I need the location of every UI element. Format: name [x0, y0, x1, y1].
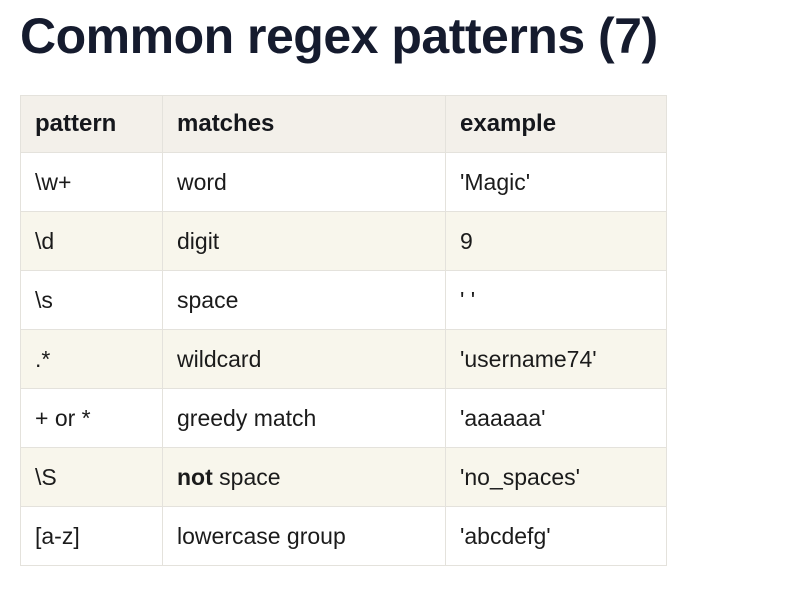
table-body: \w+ word 'Magic' \d digit 9 \s space ' '…: [20, 152, 667, 566]
cell-pattern: [a-z]: [20, 506, 163, 566]
cell-matches: digit: [162, 211, 446, 271]
regex-table-container: pattern matches example \w+ word 'Magic'…: [20, 95, 667, 566]
cell-example: 'no_spaces': [445, 447, 667, 507]
cell-matches-text: lowercase group: [177, 522, 346, 549]
cell-pattern: .*: [20, 329, 163, 389]
column-header-example: example: [445, 95, 667, 153]
table-header-row: pattern matches example: [20, 95, 667, 153]
regex-patterns-table: pattern matches example \w+ word 'Magic'…: [20, 95, 667, 566]
cell-pattern: \s: [20, 270, 163, 330]
cell-pattern: + or *: [20, 388, 163, 448]
cell-matches-emphasis: not: [177, 463, 213, 490]
cell-matches-text: space: [177, 286, 239, 313]
table-row: \d digit 9: [20, 211, 667, 271]
cell-matches-text: greedy match: [177, 404, 317, 431]
table-row: \S not space 'no_spaces': [20, 447, 667, 507]
cell-matches-text: space: [212, 463, 281, 490]
table-row: \w+ word 'Magic': [20, 152, 667, 212]
table-row: + or * greedy match 'aaaaaa': [20, 388, 667, 448]
cell-matches: lowercase group: [162, 506, 446, 566]
cell-matches: wildcard: [162, 329, 446, 389]
cell-matches: greedy match: [162, 388, 446, 448]
cell-matches: space: [162, 270, 446, 330]
cell-matches-text: wildcard: [177, 345, 262, 372]
table-row: \s space ' ': [20, 270, 667, 330]
cell-matches: word: [162, 152, 446, 212]
cell-example: ' ': [445, 270, 667, 330]
cell-example: 'Magic': [445, 152, 667, 212]
page-title: Common regex patterns (7): [20, 8, 658, 64]
cell-example: 'abcdefg': [445, 506, 667, 566]
cell-matches-text: digit: [177, 227, 220, 254]
cell-pattern: \d: [20, 211, 163, 271]
table-header: pattern matches example: [20, 95, 667, 153]
cell-matches-text: word: [177, 168, 227, 195]
column-header-pattern: pattern: [20, 95, 163, 153]
table-row: [a-z] lowercase group 'abcdefg': [20, 506, 667, 566]
cell-pattern: \S: [20, 447, 163, 507]
table-row: .* wildcard 'username74': [20, 329, 667, 389]
cell-example: 'aaaaaa': [445, 388, 667, 448]
cell-matches: not space: [162, 447, 446, 507]
cell-example: 9: [445, 211, 667, 271]
cell-pattern: \w+: [20, 152, 163, 212]
cell-example: 'username74': [445, 329, 667, 389]
column-header-matches: matches: [162, 95, 446, 153]
